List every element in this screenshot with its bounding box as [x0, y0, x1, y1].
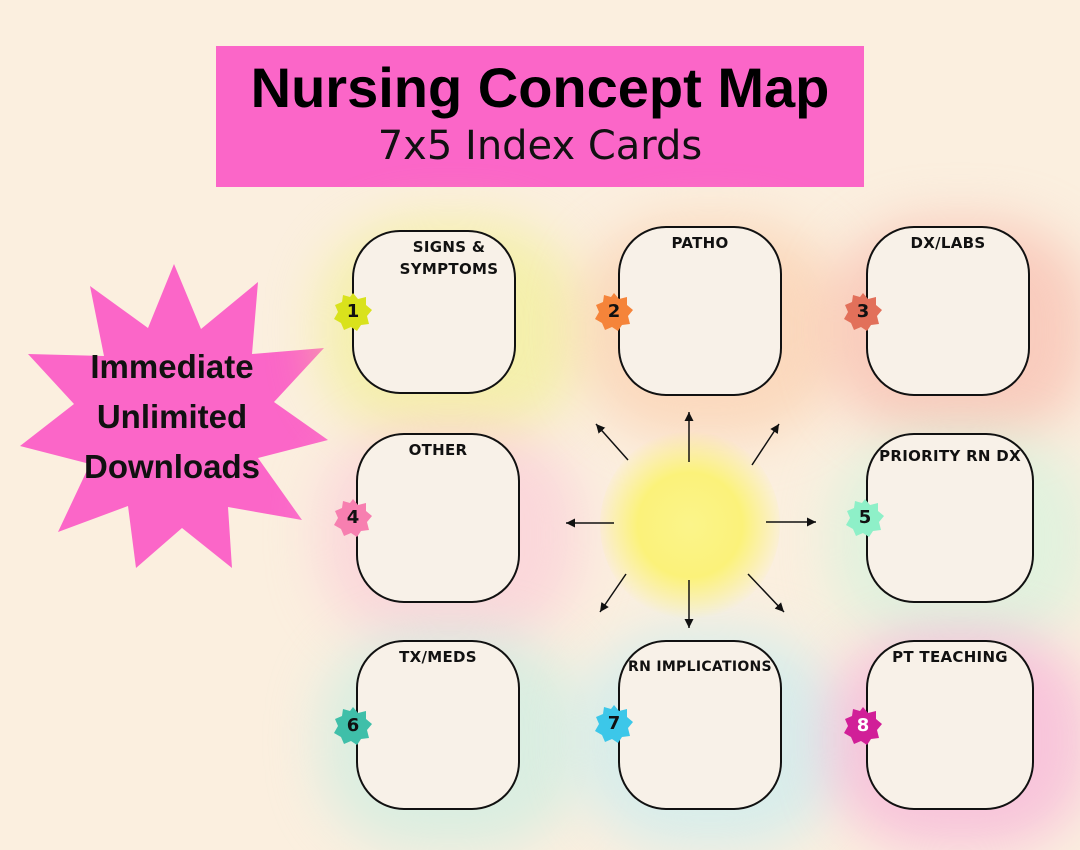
page-title: Nursing Concept Map [250, 56, 830, 119]
promo-text: Immediate Unlimited Downloads [46, 342, 298, 492]
badge-shape [334, 707, 372, 745]
card-label: TX/MEDS [399, 648, 477, 666]
badge-shape [595, 705, 633, 743]
center-burst [600, 430, 780, 620]
card-label: SIGNS &SYMPTOMS [384, 236, 514, 280]
badge-number: 2 [607, 301, 621, 322]
concept-card-signs-symptoms[interactable]: SIGNS &SYMPTOMS [352, 230, 516, 394]
badge-number: 5 [858, 507, 872, 528]
card-label: OTHER [408, 441, 468, 459]
badge-shape [595, 293, 633, 331]
number-badge-4: 4 [333, 498, 373, 538]
arrow [599, 573, 627, 613]
arrow [747, 573, 785, 613]
badge-number: 3 [856, 301, 870, 322]
concept-card-patho[interactable]: PATHO [618, 226, 782, 396]
number-badge-7: 7 [594, 704, 634, 744]
concept-card-dx-labs[interactable]: DX/LABS [866, 226, 1030, 396]
badge-number: 6 [346, 715, 360, 736]
concept-card-other[interactable]: OTHER [356, 433, 520, 603]
title-banner: Nursing Concept Map 7x5 Index Cards [216, 46, 864, 187]
card-label: PATHO [671, 234, 729, 252]
starburst-badge [20, 264, 328, 568]
number-badge-8: 8 [843, 706, 883, 746]
card-label: PT TEACHING [892, 648, 1008, 666]
badge-shape [334, 499, 372, 537]
badge-shape [334, 293, 372, 331]
promo-line: Unlimited [96, 398, 248, 435]
card-label: RN IMPLICATIONS [628, 659, 772, 675]
concept-card-pt-teaching[interactable]: PT TEACHING [866, 640, 1034, 810]
page-subtitle: 7x5 Index Cards [377, 123, 703, 169]
badge-shape [844, 707, 882, 745]
badge-number: 4 [346, 507, 360, 528]
number-badge-2: 2 [594, 292, 634, 332]
concept-card-tx-meds[interactable]: TX/MEDS [356, 640, 520, 810]
badge-shape [844, 293, 882, 331]
concept-card-rn-implications[interactable]: RN IMPLICATIONS [618, 640, 782, 810]
concept-card-priority-rn-dx[interactable]: PRIORITY RN DX [866, 433, 1034, 603]
arrow [751, 423, 780, 466]
promo-line: Downloads [83, 448, 260, 485]
badge-shape [846, 499, 884, 537]
number-badge-3: 3 [843, 292, 883, 332]
badge-number: 7 [607, 713, 621, 734]
card-label: PRIORITY RN DX [879, 447, 1021, 465]
arrow [595, 423, 629, 461]
promo-line: Immediate [90, 348, 254, 385]
number-badge-5: 5 [845, 498, 885, 538]
badge-number: 1 [346, 301, 360, 322]
badge-number: 8 [856, 715, 870, 736]
number-badge-6: 6 [333, 706, 373, 746]
card-label-text: SIGNS &SYMPTOMS [399, 238, 499, 278]
card-label: DX/LABS [910, 234, 986, 252]
number-badge-1: 1 [333, 292, 373, 332]
